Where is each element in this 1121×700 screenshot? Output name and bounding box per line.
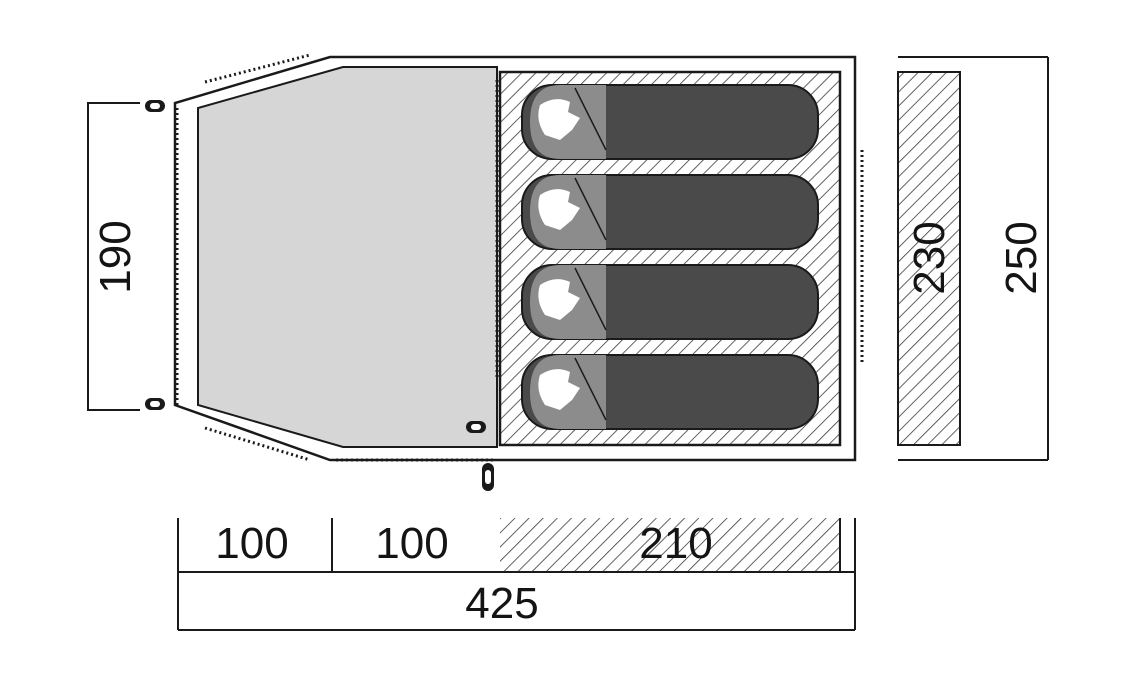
sleeping-bag xyxy=(521,84,819,160)
dim-label-100-middle: 100 xyxy=(375,519,448,568)
sleeping-bag xyxy=(521,264,819,340)
peg-icon xyxy=(145,100,165,112)
dim-box-230 xyxy=(897,71,961,446)
peg-icon xyxy=(466,421,486,433)
dim-bracket-190 xyxy=(87,102,140,411)
sleeping-bag xyxy=(521,174,819,250)
peg-icon xyxy=(482,463,494,491)
vestibule-floor xyxy=(197,66,498,448)
dim-label-210: 210 xyxy=(639,519,712,568)
dim-label-425: 425 xyxy=(465,579,538,628)
sleeping-bag xyxy=(521,354,819,430)
dim-label-190: 190 xyxy=(91,220,140,293)
dim-label-250: 250 xyxy=(997,221,1046,294)
dim-label-230: 230 xyxy=(905,221,954,294)
vestibule-door-top xyxy=(204,53,311,84)
dim-label-100-front: 100 xyxy=(215,519,288,568)
dim-box-210 xyxy=(500,518,840,572)
vestibule-door-bottom xyxy=(204,426,311,462)
peg-icon xyxy=(145,398,165,410)
